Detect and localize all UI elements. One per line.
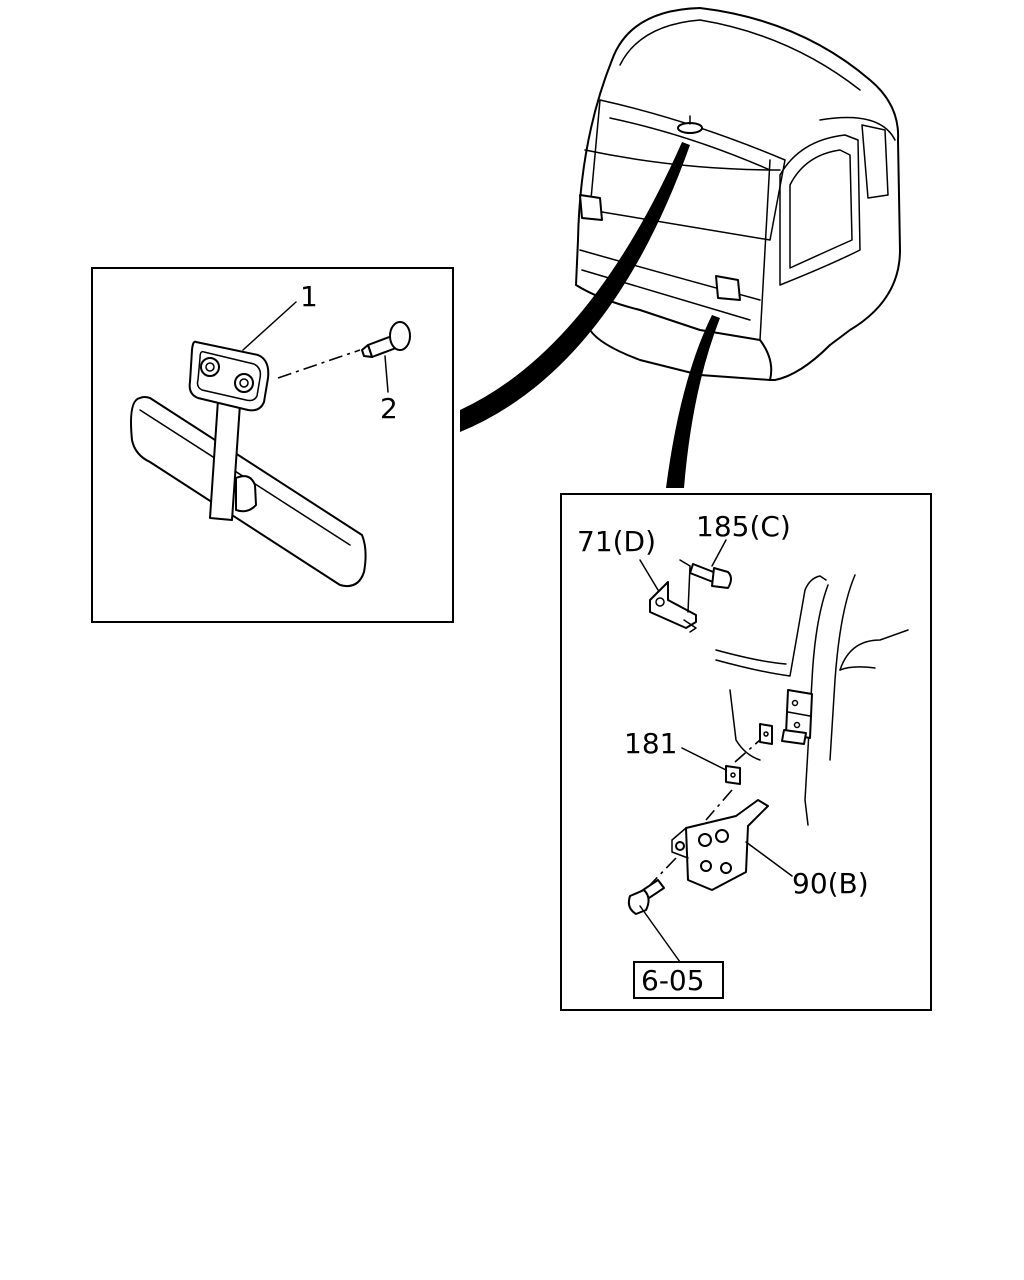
callout-90b: 90(B) bbox=[792, 867, 869, 900]
hinge-icon bbox=[781, 689, 813, 745]
rear-view-mirror-icon bbox=[130, 340, 367, 588]
reference-box[interactable] bbox=[633, 961, 724, 999]
bolt-icon bbox=[689, 563, 732, 589]
callout-2: 2 bbox=[380, 392, 398, 425]
reference-label: 6-05 bbox=[641, 964, 705, 997]
clip-icon bbox=[725, 765, 741, 785]
screw-icon bbox=[361, 321, 411, 358]
bracket-icon bbox=[649, 559, 697, 633]
pointer-band-bracket bbox=[666, 315, 720, 488]
callout-185c: 185(C) bbox=[696, 510, 791, 543]
callout-181: 181 bbox=[624, 727, 677, 760]
pointer-band-mirror bbox=[460, 142, 690, 432]
callout-71d: 71(D) bbox=[577, 525, 656, 558]
panel-plate bbox=[759, 723, 773, 745]
truck-cab-icon bbox=[575, 7, 901, 381]
body-panel-outline bbox=[715, 574, 909, 826]
bracket-large-icon bbox=[671, 799, 769, 891]
callout-1: 1 bbox=[300, 280, 318, 313]
